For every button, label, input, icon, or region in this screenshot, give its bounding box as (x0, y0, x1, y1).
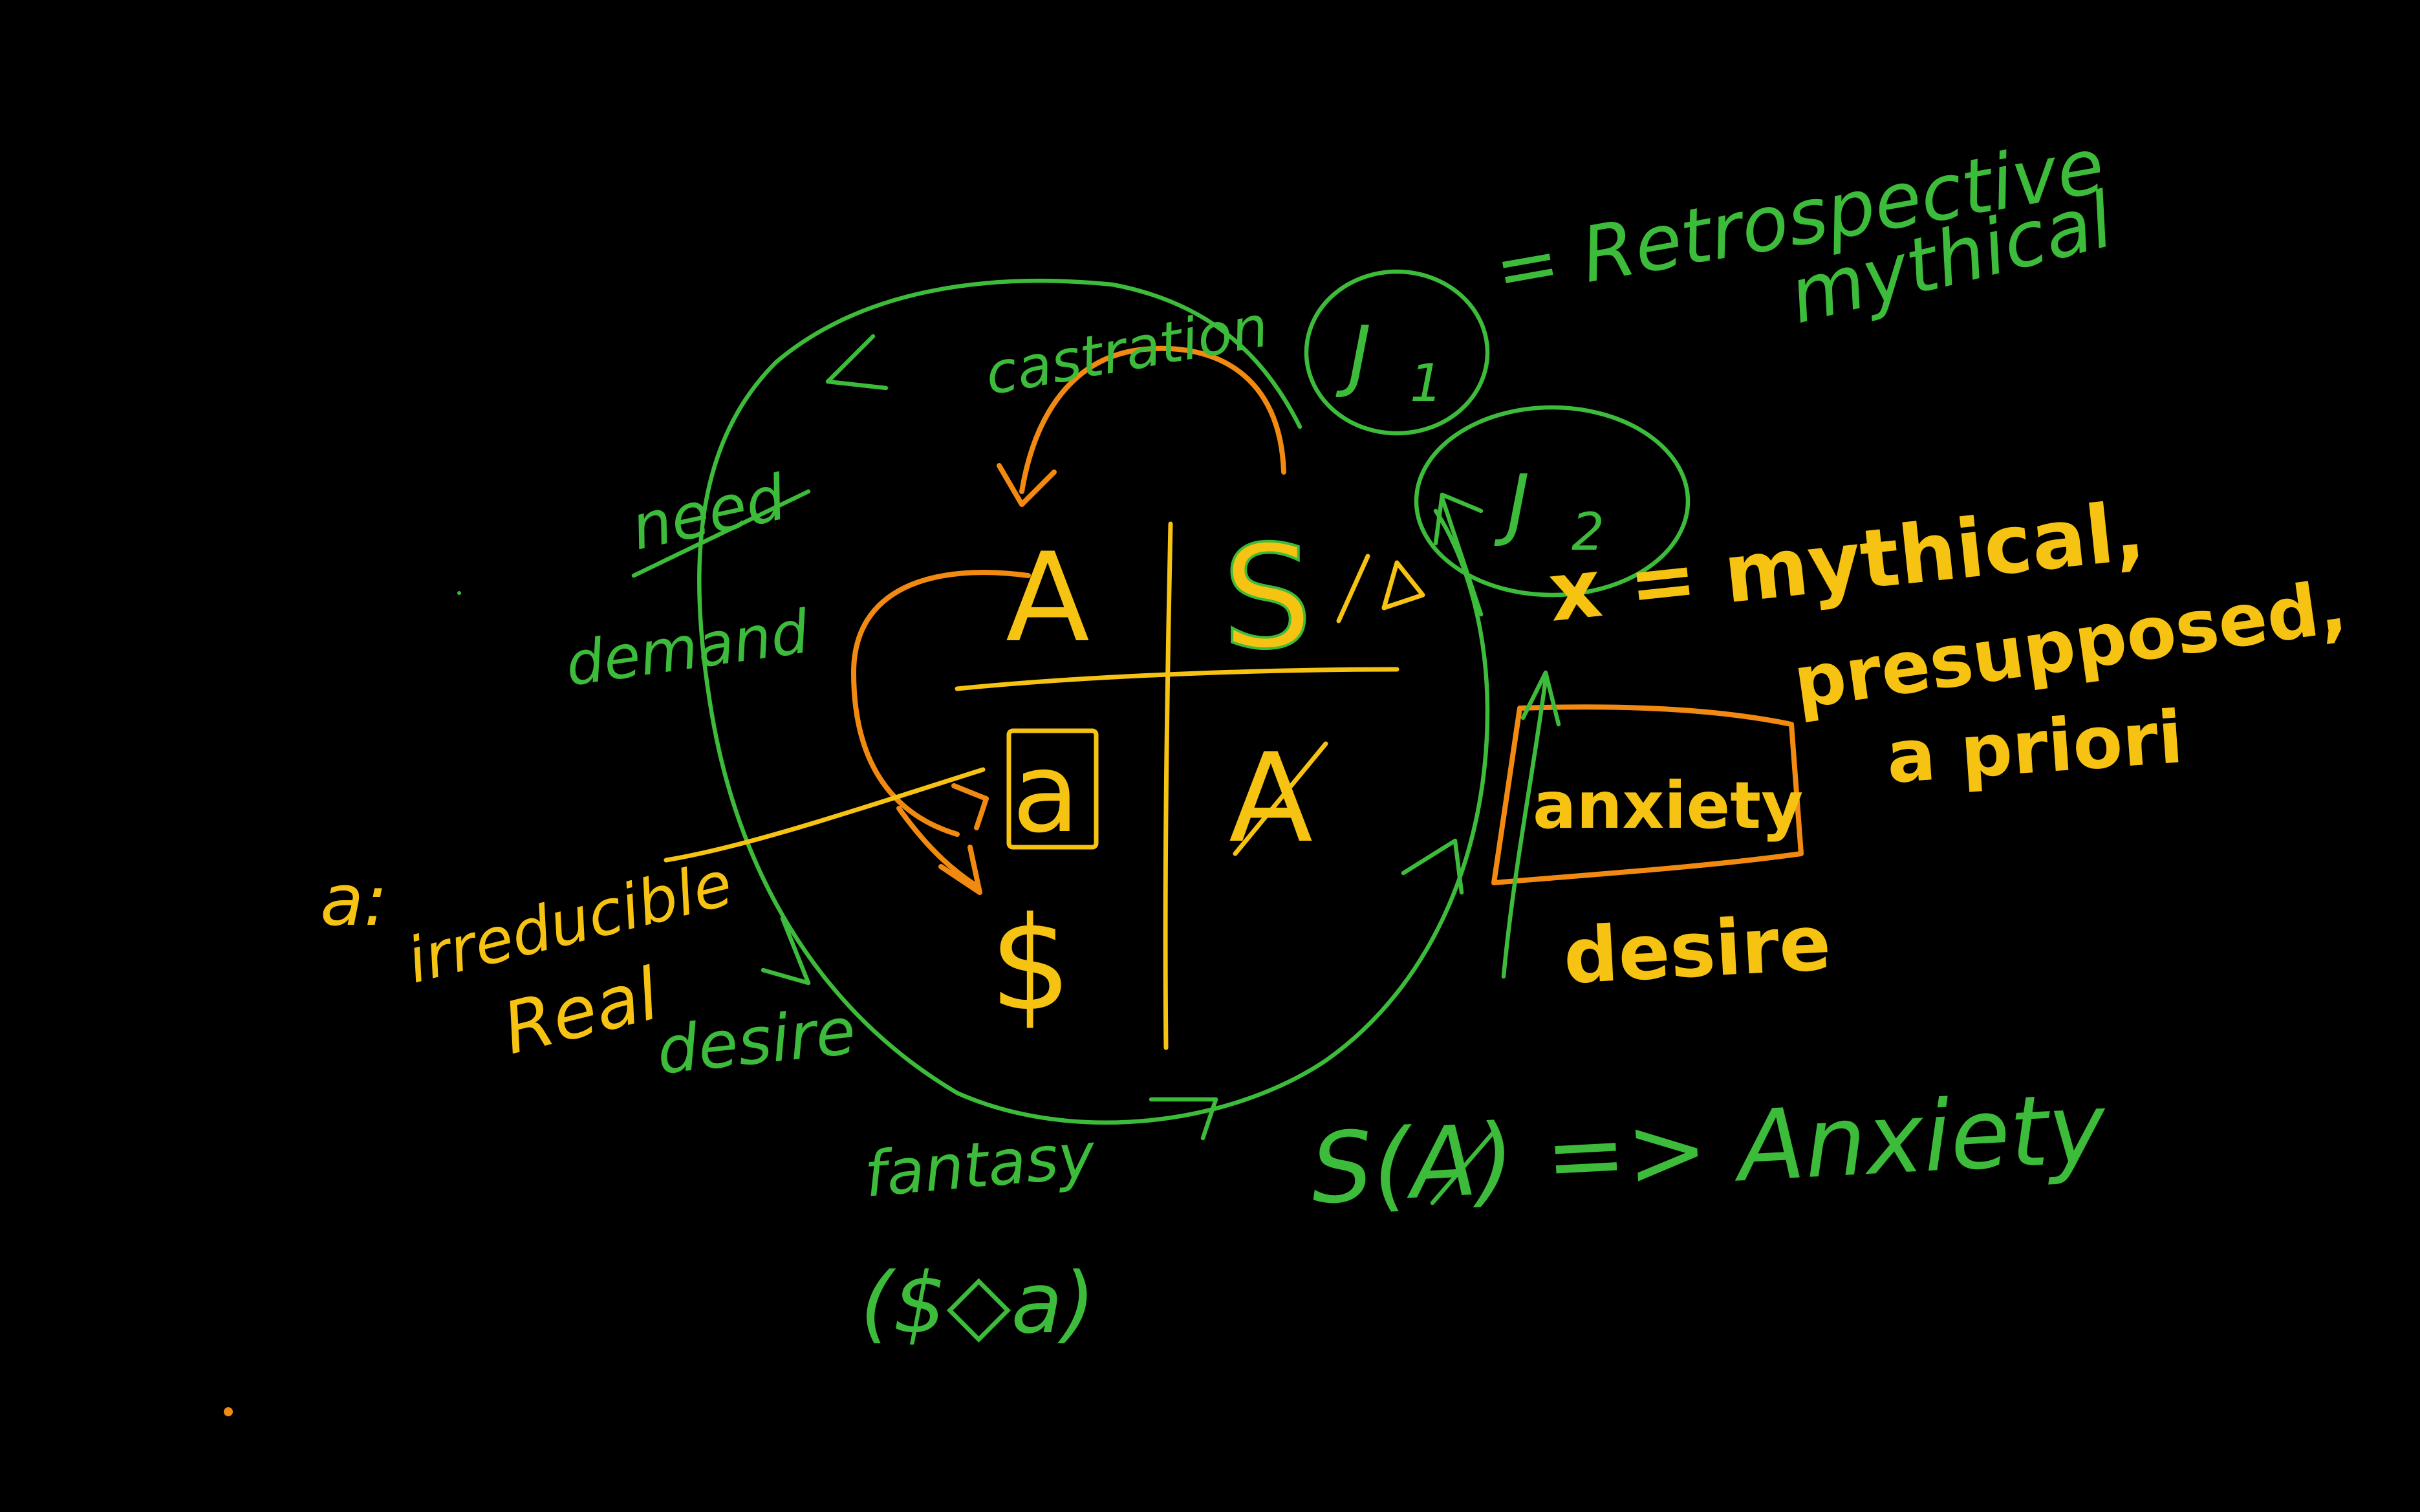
j1-circle (1304, 269, 1490, 436)
bar-through-A (1233, 741, 1328, 856)
fantasy-formula: ($◇a) (860, 1254, 1096, 1352)
quadrant-bottom-left-a: a (1012, 729, 1079, 858)
circle-arrow-top (825, 334, 889, 391)
left-loop-arrowhead-1 (951, 783, 989, 830)
j2-label: J (1494, 459, 1529, 549)
j1-label: J (1335, 310, 1371, 400)
circle-arrow-left (761, 916, 811, 986)
outer-circle (697, 279, 1490, 1125)
signifier-of-lack-label: S(A) => Anxiety (1308, 1072, 2110, 1226)
j2-circle (1414, 405, 1691, 598)
castration-label: castration (980, 293, 1273, 408)
stray-dot-orange (224, 1407, 233, 1416)
castration-arrowhead (997, 463, 1057, 507)
quadrant-top-left-A: A (1006, 526, 1090, 669)
a-priori-label: a priori (1884, 695, 2186, 800)
signifier-bar (1430, 1129, 1496, 1205)
quadrant-bottom-left-S-barred: $ (989, 889, 1072, 1040)
object-a-box (1006, 728, 1099, 850)
left-loop-arrow (851, 570, 1031, 837)
cross-vertical (1163, 521, 1173, 1050)
cross-horizontal (955, 667, 1399, 691)
fantasy-label: fantasy (861, 1119, 1098, 1211)
slash-mark (1336, 554, 1370, 623)
anxiety-box (1491, 704, 1804, 885)
need-underline (631, 489, 811, 578)
j2-arrowhead (1433, 492, 1484, 546)
desire-up-arrow (1501, 676, 1548, 979)
j1-subscript: 1 (1410, 353, 1443, 413)
circle-arrow-right (1401, 838, 1464, 895)
anxiety-box-label: anxiety (1533, 768, 1803, 843)
circle-arrow-bottom (1149, 1097, 1218, 1141)
left-loop-arrow-2 (896, 806, 979, 889)
desire-up-arrowhead (1520, 670, 1561, 727)
stray-dot-green (457, 591, 461, 595)
desire-left-label: desire (653, 993, 859, 1089)
left-loop-arrowhead-2 (938, 845, 982, 895)
object-a-note-1: a: (320, 859, 387, 942)
j2-subscript: 2 (1572, 502, 1604, 562)
quadrant-top-right-S: S (1222, 515, 1313, 680)
castration-arrow (1019, 345, 1286, 494)
desire-right-label: desire (1561, 898, 1833, 1001)
j2-arrow (1440, 495, 1484, 617)
demand-label: demand (561, 597, 814, 700)
lozenge-mark (1381, 560, 1425, 610)
object-a-pointer (664, 767, 986, 863)
